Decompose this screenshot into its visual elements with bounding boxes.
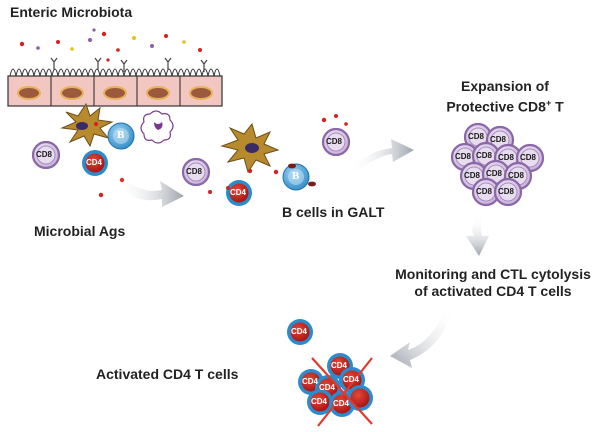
cd4-cluster-label-2: CD4 [302,377,319,386]
expansion-line-2-suffix: T [551,98,564,115]
cd8-cluster-label-5: CD8 [498,153,515,162]
cd4-label-left: CD4 [86,158,103,167]
arrow-3 [466,216,489,256]
cd8-label-left: CD8 [36,150,53,159]
cross-marks [311,357,373,427]
expansion-line-1: Expansion of [461,78,549,94]
dendritic-cell-2 [220,122,280,174]
activated-cd4-label: Activated CD4 T cells [96,366,239,382]
cd8-cluster-label-9: CD8 [508,171,525,180]
b-label-middle: B [292,170,300,182]
arrow-4 [390,308,454,368]
cd8-cluster-label-8: CD8 [486,169,503,178]
epithelium [7,68,223,107]
cd8-cluster-label-3: CD8 [455,152,472,161]
cd8-cluster-label-10: CD8 [476,187,493,196]
cd8-cluster-label-1: CD8 [468,132,485,141]
cd8-cluster-label-11: CD8 [498,187,515,196]
monitoring-line-2: of activated CD4 T cells [414,283,572,299]
cd8-cluster-label-4: CD8 [476,151,493,160]
cd4-label-single: CD4 [291,327,308,336]
expansion-line-2: Protective CD8+ T [440,95,570,116]
microbiota-dots [19,28,202,62]
antigen-dots-middle [208,114,348,194]
cd8-cluster-label-6: CD8 [520,153,537,162]
cd4-cluster-label-6: CD4 [333,399,350,408]
cd4-cluster-label-5: CD4 [311,397,328,406]
monitoring-line-1: Monitoring and CTL cytolysis [395,266,591,282]
monitoring-label: Monitoring and CTL cytolysis of activate… [378,266,608,300]
expansion-line-2-prefix: Protective CD8 [446,98,546,115]
cd8-cluster-label-7: CD8 [464,171,481,180]
microbial-ags-label: Microbial Ags [34,223,126,239]
cd8-label-middle: CD8 [186,167,203,176]
expansion-label: Expansion of Protective CD8+ T [440,78,570,116]
cd8-label-upper: CD8 [326,137,343,146]
apoptotic-body [140,110,174,144]
expansion-line-2-sup: + [545,98,552,108]
cd8-cluster-label-2: CD8 [490,135,507,144]
b-label-left: B [117,129,125,141]
arrow-1 [116,175,184,207]
cd4-cluster-label-1: CD4 [331,361,348,370]
enteric-microbiota-label: Enteric Microbiota [10,4,133,20]
antibody-y-shapes [50,57,208,72]
cd4-cluster-label-4: CD4 [343,375,360,384]
cd4-cluster-label-3: CD4 [319,383,336,392]
arrow-2 [350,139,414,174]
b-cells-galt-label: B cells in GALT [282,204,385,220]
cd4-label-middle: CD4 [230,188,247,197]
dendritic-cell-1 [60,102,114,148]
